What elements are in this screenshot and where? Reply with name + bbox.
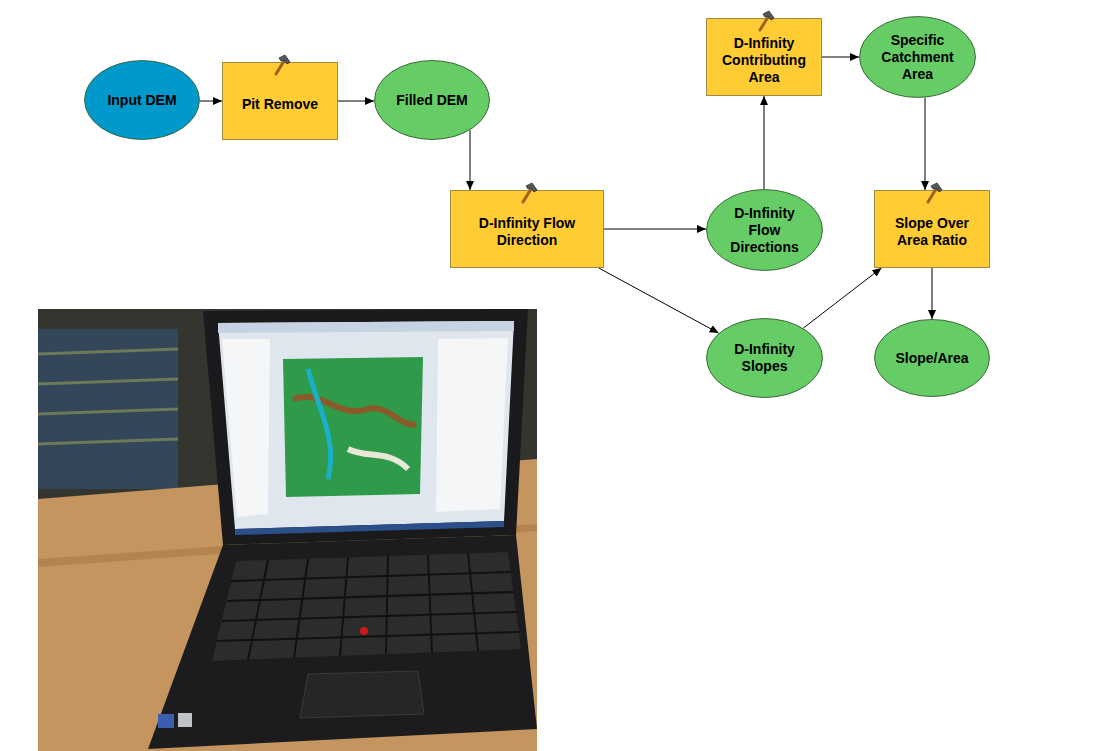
process-box: D-Infinity Flow Direction (450, 190, 604, 268)
node-label: D-Infinity Flow Directions (722, 205, 808, 256)
node-label: Filled DEM (396, 92, 468, 109)
cushion-pattern (38, 349, 178, 444)
tool-hammer-icon (754, 10, 776, 32)
map-stream (308, 369, 331, 479)
touchpad (300, 671, 424, 718)
chair-cushion (38, 329, 178, 489)
process-box: Pit Remove (222, 62, 338, 140)
flow-arrow (803, 268, 881, 328)
output-ellipse: D-Infinity Slopes (706, 318, 823, 398)
flow-arrow (822, 57, 859, 58)
screen-taskbar (235, 521, 504, 535)
map-stream (348, 449, 408, 469)
flow-arrow (200, 101, 222, 102)
node-label: D-Infinity Flow Direction (458, 215, 596, 249)
flow-arrow (604, 229, 706, 230)
flow-arrow (599, 268, 719, 333)
output-ellipse: Filled DEM (374, 60, 490, 140)
screen-sidepanel (222, 339, 270, 517)
tool-hammer-icon (517, 182, 539, 204)
sticker (158, 714, 174, 728)
node-label: D-Infinity Slopes (722, 341, 808, 375)
sticker (178, 713, 192, 727)
flow-arrow (932, 268, 933, 319)
laptop-base (148, 535, 537, 749)
output-ellipse: Slope/Area (874, 319, 990, 397)
node-label: Specific Catchment Area (875, 32, 961, 83)
keyboard-keys (217, 553, 519, 660)
laptop-screen (218, 321, 514, 529)
node-label: Pit Remove (242, 96, 318, 113)
flow-arrow (925, 98, 926, 190)
input-ellipse: Input DEM (84, 60, 200, 140)
output-ellipse: D-Infinity Flow Directions (706, 189, 823, 271)
laptop-keyboard (212, 552, 521, 661)
process-box: D-Infinity Contributing Area (706, 18, 822, 96)
photo-background (38, 309, 537, 751)
screen-map (283, 357, 423, 497)
screen-sidepanel (436, 338, 508, 512)
process-box: Slope Over Area Ratio (874, 190, 990, 268)
flow-arrow (470, 130, 471, 190)
tool-hammer-icon (922, 182, 944, 204)
laptop-lid (203, 309, 528, 545)
tool-hammer-icon (270, 54, 292, 76)
screen-toolbar (218, 321, 514, 333)
flow-arrow (338, 101, 374, 102)
node-label: Slope/Area (895, 350, 968, 367)
map-stream (293, 397, 416, 425)
node-label: Input DEM (107, 92, 176, 109)
node-label: D-Infinity Contributing Area (714, 35, 814, 86)
output-ellipse: Specific Catchment Area (859, 16, 976, 98)
laptop-photo (38, 309, 537, 751)
flow-arrow (764, 96, 765, 189)
trackpoint (360, 627, 368, 635)
node-label: Slope Over Area Ratio (882, 215, 982, 249)
